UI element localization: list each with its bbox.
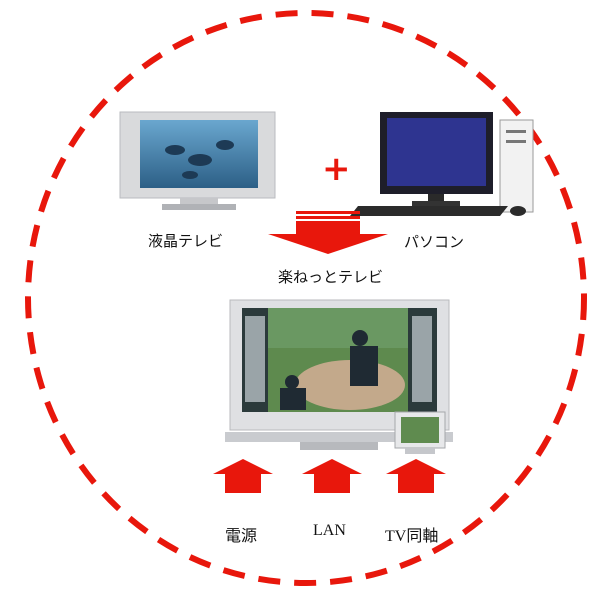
desktop-pc-image (350, 112, 534, 216)
up-arrow-coax (386, 459, 446, 493)
label-power: 電源 (225, 526, 258, 545)
up-arrow-power (213, 459, 273, 493)
lcd-tv-image (119, 111, 276, 210)
up-arrow-lan (302, 459, 362, 493)
plus-sign: + (322, 149, 351, 189)
down-arrow (268, 211, 388, 254)
label-lcd-tv: 液晶テレビ (148, 232, 224, 250)
label-tv-coax: TV同軸 (385, 528, 439, 545)
label-pc: パソコン (404, 233, 465, 251)
label-lan: LAN (313, 522, 346, 539)
rakunet-tv-image (225, 299, 453, 454)
dashed-circle-border (25, 10, 587, 586)
label-rakunet-tv: 楽ねっとテレビ (278, 268, 384, 286)
